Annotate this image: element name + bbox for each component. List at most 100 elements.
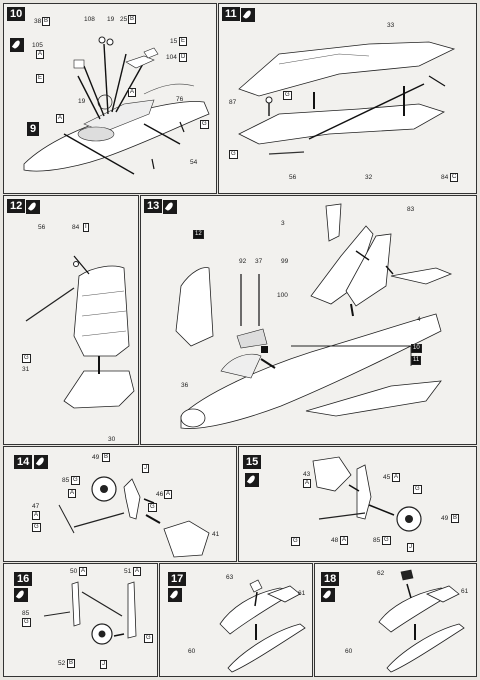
sprue-box: G [148, 503, 157, 512]
sprue-box: J [407, 543, 414, 552]
part-label: 87 [229, 99, 237, 106]
part-label: 56 [38, 224, 46, 231]
part-label: 4 [417, 316, 421, 323]
sprue-box: E [36, 74, 45, 83]
sprue-box: B [102, 453, 111, 462]
step-12-drawing [25, 255, 135, 409]
sprue-box: A [32, 511, 41, 520]
step-16-panel: 16 50 A 51 A 85 G G 52 B J [3, 563, 158, 677]
step-12-panel: 12 56 84 I G 31 30 [3, 195, 139, 445]
part-label: 25 [120, 16, 128, 23]
part-label: 31 [22, 366, 30, 373]
sprue-box: A [128, 88, 137, 97]
part-label: 108 [84, 16, 95, 23]
part-label: 84 [441, 174, 449, 181]
part-label: 45 [383, 474, 391, 481]
part-label: 85 [62, 477, 70, 484]
sprue-box: D [179, 53, 188, 62]
part-label: 61 [298, 590, 306, 597]
step-16-drawing [43, 581, 137, 645]
part-label: 54 [190, 159, 198, 166]
part-label: 62 [377, 570, 385, 577]
part-label: 83 [407, 206, 415, 213]
sprue-box: G [382, 536, 391, 545]
glue-icon [14, 588, 28, 602]
step-14-drawing [58, 476, 210, 558]
step-10-number: 10 [7, 7, 26, 21]
sprue-box: B [128, 15, 137, 24]
step-16-number: 16 [14, 572, 33, 586]
part-label: 32 [365, 174, 373, 181]
part-label: 56 [289, 174, 297, 181]
sprue-box: G [144, 634, 153, 643]
part-label: 49 [92, 454, 100, 461]
step-10-panel: 10 38 B 108 19 25 B 105 [3, 3, 217, 194]
part-label: 92 [239, 258, 247, 265]
step-14-panel: 14 49 B J 85 G A 46 A 47 A G G 41 [3, 446, 237, 562]
sprue-box: A [56, 114, 65, 123]
step-15-number: 15 [243, 455, 262, 469]
step-17-panel: 17 63 61 60 [159, 563, 313, 677]
part-label: 49 [441, 515, 449, 522]
step-18-drawing [378, 569, 465, 673]
part-label: 46 [156, 491, 164, 498]
part-label: 85 [22, 610, 30, 617]
sprue-box: G [71, 476, 80, 485]
sprue-box: B [451, 514, 460, 523]
step-reference-box: 11 [411, 356, 422, 365]
sprue-box: G [200, 120, 209, 129]
checker-marker [261, 346, 268, 353]
glue-icon [34, 455, 48, 469]
part-label: 3 [281, 220, 285, 227]
glue-icon [168, 588, 182, 602]
part-label: 100 [277, 292, 288, 299]
step-13-drawing [175, 203, 453, 429]
part-label: 61 [461, 588, 469, 595]
sprue-box: A [392, 473, 401, 482]
sprue-box: G [229, 150, 238, 159]
sprue-box: E [179, 37, 188, 46]
sprue-box: B [42, 17, 51, 26]
step-10-drawing [23, 36, 210, 175]
step-13-panel: 13 12 3 83 99 92 37 100 4 [140, 195, 477, 445]
sprue-box: G [22, 618, 31, 627]
sprue-box: G [413, 485, 422, 494]
sprue-box: G [283, 91, 292, 100]
sprue-box: B [67, 659, 76, 668]
sprue-box: A [303, 479, 312, 488]
glue-icon [245, 473, 259, 487]
sprue-box: G [32, 523, 41, 532]
part-label: 41 [212, 531, 220, 538]
part-label: 99 [281, 258, 289, 265]
step-17-drawing [219, 579, 306, 673]
sprue-box: G [22, 354, 31, 363]
part-label: 30 [108, 436, 116, 443]
sprue-box: A [36, 50, 45, 59]
part-label: 43 [303, 471, 311, 478]
part-label: 84 [72, 224, 80, 231]
part-label: 60 [345, 648, 353, 655]
glue-icon [10, 38, 24, 52]
glue-icon [241, 8, 255, 22]
glue-icon [321, 588, 335, 602]
part-label: 104 [166, 54, 177, 61]
part-label: 33 [387, 22, 395, 29]
sprue-box: A [133, 567, 142, 576]
sprue-box: G [291, 537, 300, 546]
step-reference-box: 12 [193, 230, 204, 239]
step-18-number: 18 [321, 572, 340, 586]
step-11-panel: 11 33 87 G G 56 32 84 C [218, 3, 477, 194]
sprue-box: A [79, 567, 88, 576]
step-13-number: 13 [144, 199, 163, 213]
part-label: 19 [107, 16, 115, 23]
sprue-box: A [68, 489, 77, 498]
step-18-panel: 18 62 61 60 [314, 563, 477, 677]
part-label: 51 [124, 568, 132, 575]
part-label: 60 [188, 648, 196, 655]
step-reference-box: 10 [411, 344, 422, 353]
step-15-panel: 15 43 A 45 A G G 48 A 85 G 49 B J [238, 446, 477, 562]
part-label: 19 [78, 98, 86, 105]
part-label: 105 [32, 42, 43, 49]
step-11-drawing [238, 41, 456, 155]
